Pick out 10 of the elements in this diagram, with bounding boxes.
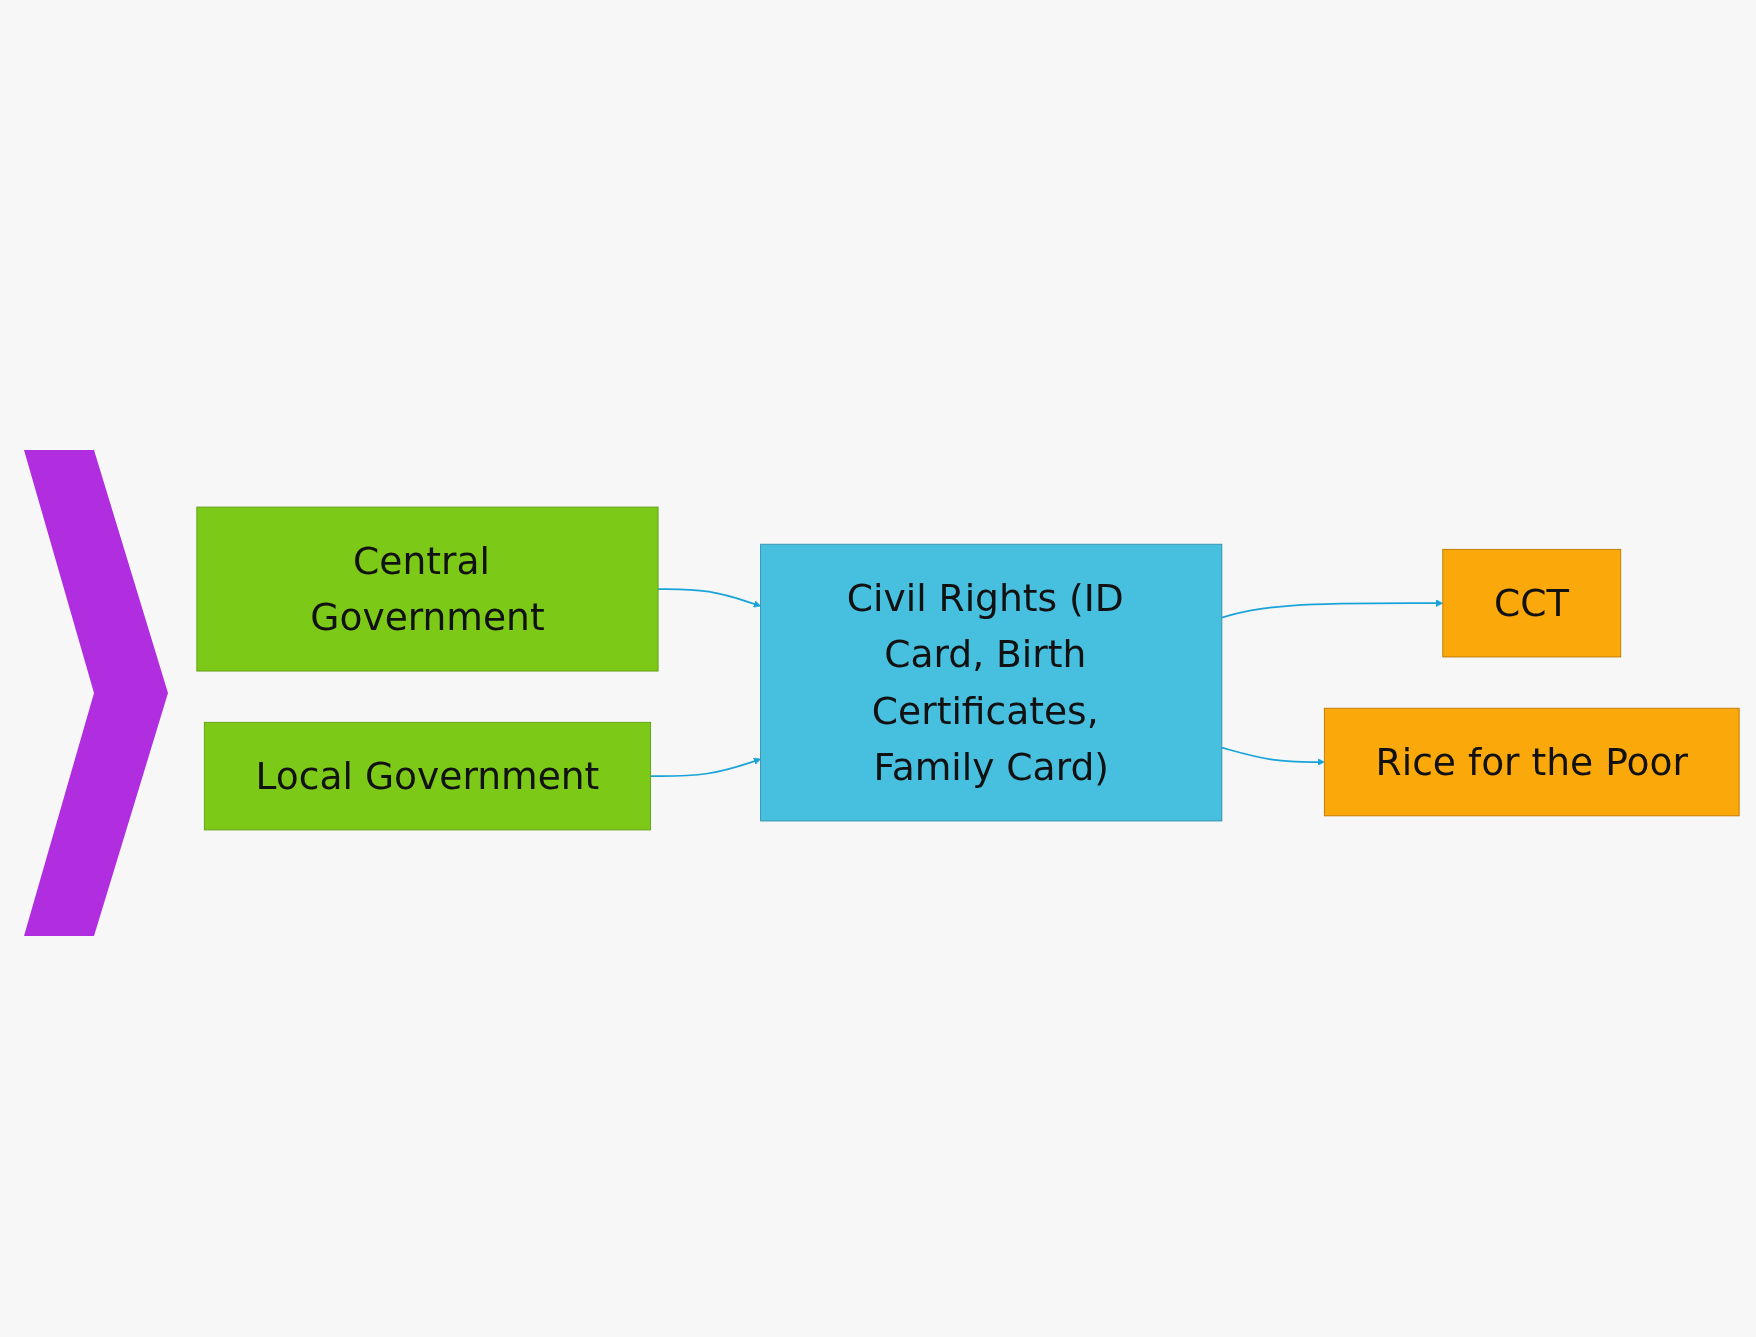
node-box: Local Government: [203, 721, 651, 831]
node-box: Rice for the Poor: [1323, 707, 1740, 817]
arrow: [649, 757, 761, 777]
node-box: Civil Rights (ID Card, Birth Certificates, Family Card): [760, 543, 1223, 822]
node-box: CCT: [1442, 548, 1622, 658]
arrow: [1221, 746, 1325, 766]
arrow: [657, 588, 761, 608]
arrow: [1221, 599, 1444, 619]
chevron-shape: [24, 450, 168, 936]
node-box: Central Government: [196, 506, 659, 672]
